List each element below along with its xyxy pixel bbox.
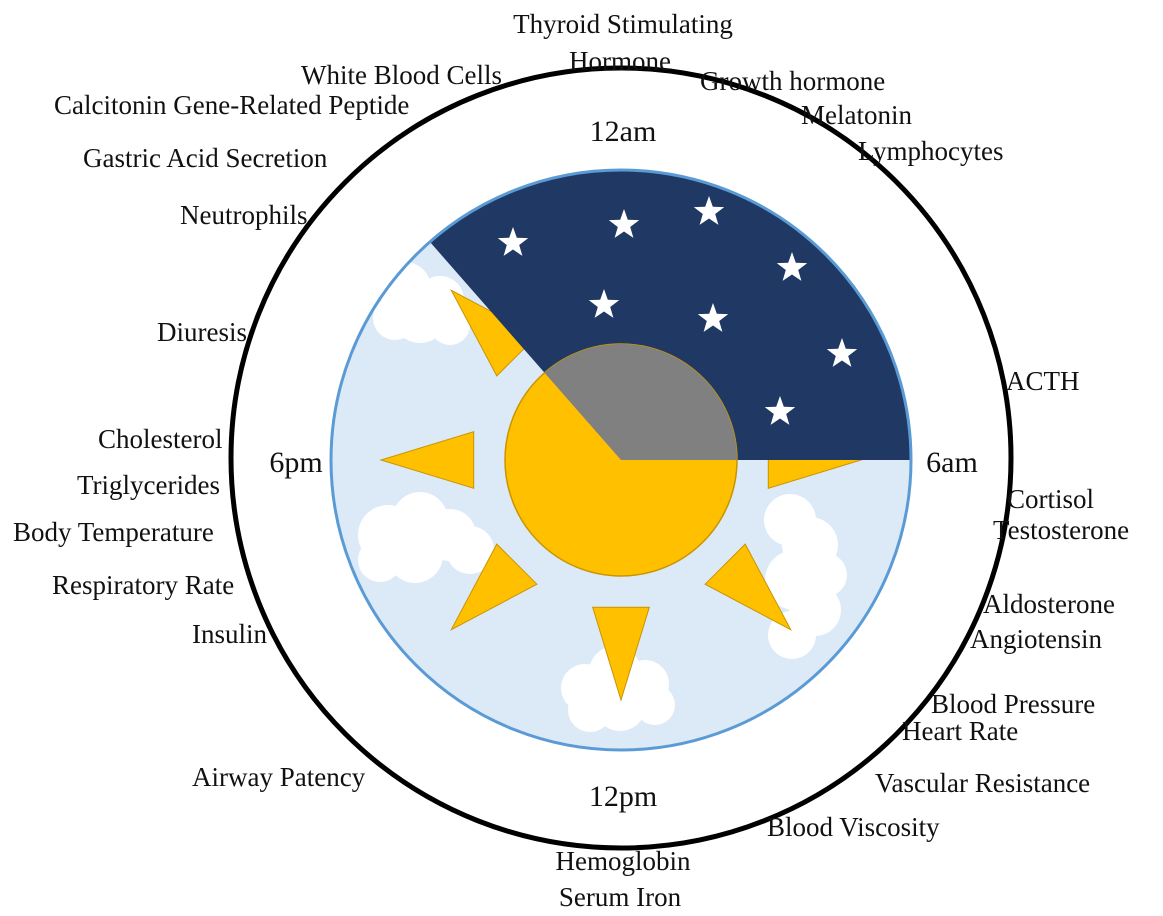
label-gastric-acid: Gastric Acid Secretion <box>83 143 328 173</box>
label-aldosterone: Aldosterone <box>983 589 1115 619</box>
label-acth: ACTH <box>1006 366 1080 396</box>
label-insulin: Insulin <box>192 619 268 649</box>
label-hemoglobin: Hemoglobin <box>556 846 691 876</box>
clock-label-6pm: 6pm <box>269 446 322 479</box>
cloud-puff <box>635 685 675 725</box>
label-growth-hormone: Growth hormone <box>700 66 885 96</box>
label-triglycerides: Triglycerides <box>77 470 220 500</box>
label-neutrophils: Neutrophils <box>180 200 308 230</box>
label-cgrp: Calcitonin Gene-Related Peptide <box>54 90 409 120</box>
label-blood-pressure: Blood Pressure <box>931 689 1095 719</box>
cloud-puff <box>373 296 417 340</box>
label-vascular-resistance: Vascular Resistance <box>875 768 1090 798</box>
label-serum-iron: Serum Iron <box>559 882 682 912</box>
label-cortisol: Cortisol <box>1007 484 1094 514</box>
label-white-blood-cells: White Blood Cells <box>301 60 502 90</box>
label-melatonin: Melatonin <box>801 100 912 130</box>
label-airway-patency: Airway Patency <box>192 762 366 792</box>
clock-label-12am: 12am <box>590 115 657 148</box>
cloud-puff <box>803 553 847 597</box>
label-tsh-line2: Hormone <box>569 46 671 76</box>
cloud-puff <box>568 688 612 732</box>
label-testosterone: Testosterone <box>993 515 1129 545</box>
label-heart-rate: Heart Rate <box>902 716 1018 746</box>
label-tsh-line1: Thyroid Stimulating <box>513 9 733 39</box>
label-diuresis: Diuresis <box>157 317 247 347</box>
label-body-temperature: Body Temperature <box>13 517 214 547</box>
label-lymphocytes: Lymphocytes <box>858 136 1003 166</box>
label-cholesterol: Cholesterol <box>98 424 222 454</box>
label-blood-viscosity: Blood Viscosity <box>767 812 940 842</box>
cloud-puff <box>358 538 402 582</box>
label-angiotensin: Angiotensin <box>970 624 1102 654</box>
clock-label-6am: 6am <box>926 446 978 479</box>
clock-label-12pm: 12pm <box>589 780 657 813</box>
label-respiratory-rate: Respiratory Rate <box>52 570 234 600</box>
